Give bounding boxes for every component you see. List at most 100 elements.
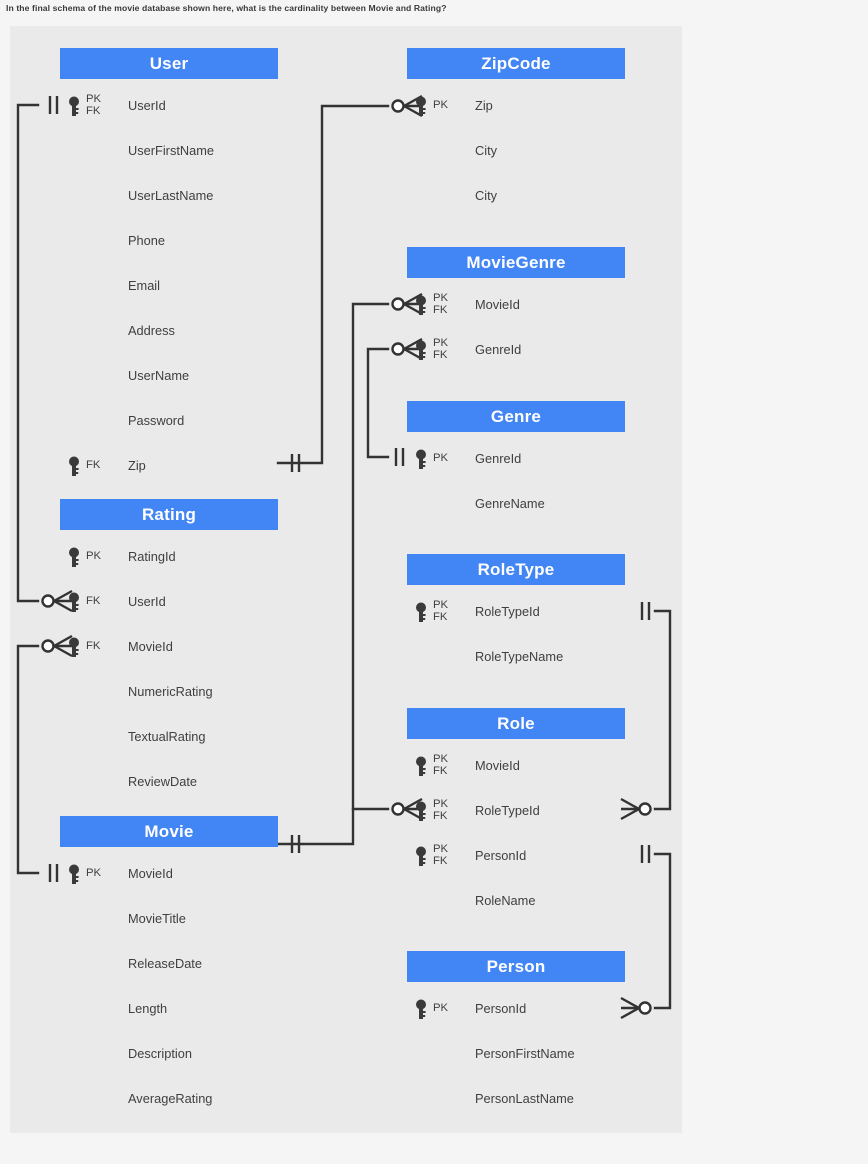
key-icon <box>416 999 426 1019</box>
key-indicator: FK <box>68 635 126 659</box>
entity-field-label: ReviewDate <box>128 774 197 789</box>
entity-field-row: RoleName <box>407 890 625 912</box>
key-icon <box>416 846 426 866</box>
entity-field-label: RatingId <box>128 549 176 564</box>
key-label-pk: PK <box>433 753 449 765</box>
key-label-fk: FK <box>433 349 448 361</box>
entity-field-label: City <box>475 143 498 158</box>
entity-field-row: ReviewDate <box>60 771 278 793</box>
key-label-fk: FK <box>433 810 448 822</box>
cardinality-one-movie-title <box>290 835 301 853</box>
entity-field-label: UserLastName <box>128 188 214 203</box>
key-label-pk: PK <box>86 550 102 562</box>
entity-field-label: RoleTypeId <box>475 803 540 818</box>
key-icon <box>69 547 79 567</box>
key-label-fk: FK <box>86 595 101 607</box>
cardinality-one-movie-movieid <box>48 864 59 882</box>
cardinality-many-person-personid <box>620 996 652 1020</box>
cardinality-one-role-personid <box>640 845 651 863</box>
entity-field-row: GenreName <box>407 493 625 515</box>
entity-field-label: Phone <box>128 233 166 248</box>
key-indicator: PK <box>415 447 473 471</box>
entity-field-label: RoleTypeName <box>475 649 564 664</box>
key-indicator: PK <box>68 862 126 886</box>
entity-field-row: ReleaseDate <box>60 953 278 975</box>
key-indicator: PK <box>68 545 126 569</box>
entity-field-label: Address <box>128 323 175 338</box>
key-icon <box>416 449 426 469</box>
cardinality-one-user-zip <box>290 454 301 472</box>
entity-field-row: PersonLastName <box>407 1088 625 1110</box>
entity-field-label: TextualRating <box>128 729 206 744</box>
entity-title-role: Role <box>407 708 625 739</box>
key-icon <box>416 295 426 315</box>
key-icon <box>69 592 79 612</box>
key-label-fk: FK <box>433 611 448 623</box>
entity-field-row: Phone <box>60 230 278 252</box>
entity-field-label: Zip <box>475 98 493 113</box>
entity-field-label: Length <box>128 1001 168 1016</box>
key-indicator: FK <box>68 590 126 614</box>
key-indicator: PK <box>415 94 473 118</box>
entity-title-rating: Rating <box>60 499 278 530</box>
key-icon <box>416 756 426 776</box>
key-icon <box>69 96 79 116</box>
entity-field-row: Email <box>60 275 278 297</box>
entity-field-label: Zip <box>128 458 146 473</box>
entity-field-row: TextualRating <box>60 726 278 748</box>
key-icon <box>69 864 79 884</box>
key-label-pk: PK <box>86 93 102 105</box>
entity-field-label: AverageRating <box>128 1091 213 1106</box>
entity-field-row: Length <box>60 998 278 1020</box>
key-label-pk: PK <box>433 599 449 611</box>
entity-field-row: AverageRating <box>60 1088 278 1110</box>
entity-field-label: UserName <box>128 368 190 383</box>
entity-field-row: RoleTypeName <box>407 646 625 668</box>
entity-title-person: Person <box>407 951 625 982</box>
entity-field-row: PersonFirstName <box>407 1043 625 1065</box>
key-label-fk: FK <box>86 640 101 652</box>
cardinality-one-user-userid <box>48 96 59 114</box>
key-label-fk: FK <box>433 855 448 867</box>
entity-field-label: UserFirstName <box>128 143 215 158</box>
entity-field-label: RoleTypeId <box>475 604 540 619</box>
entity-field-label: NumericRating <box>128 684 213 699</box>
entity-field-row: NumericRating <box>60 681 278 703</box>
key-label-pk: PK <box>433 99 449 111</box>
key-label-pk: PK <box>433 292 449 304</box>
entity-field-row: City <box>407 185 625 207</box>
entity-title-movie: Movie <box>60 816 278 847</box>
entity-title-user: User <box>60 48 278 79</box>
key-label-pk: PK <box>433 1002 449 1014</box>
entity-field-label: RoleName <box>475 893 536 908</box>
question-prompt: In the final schema of the movie databas… <box>6 3 447 13</box>
key-label-pk: PK <box>433 337 449 349</box>
entity-field-label: MovieId <box>128 639 173 654</box>
key-icon <box>69 456 79 476</box>
